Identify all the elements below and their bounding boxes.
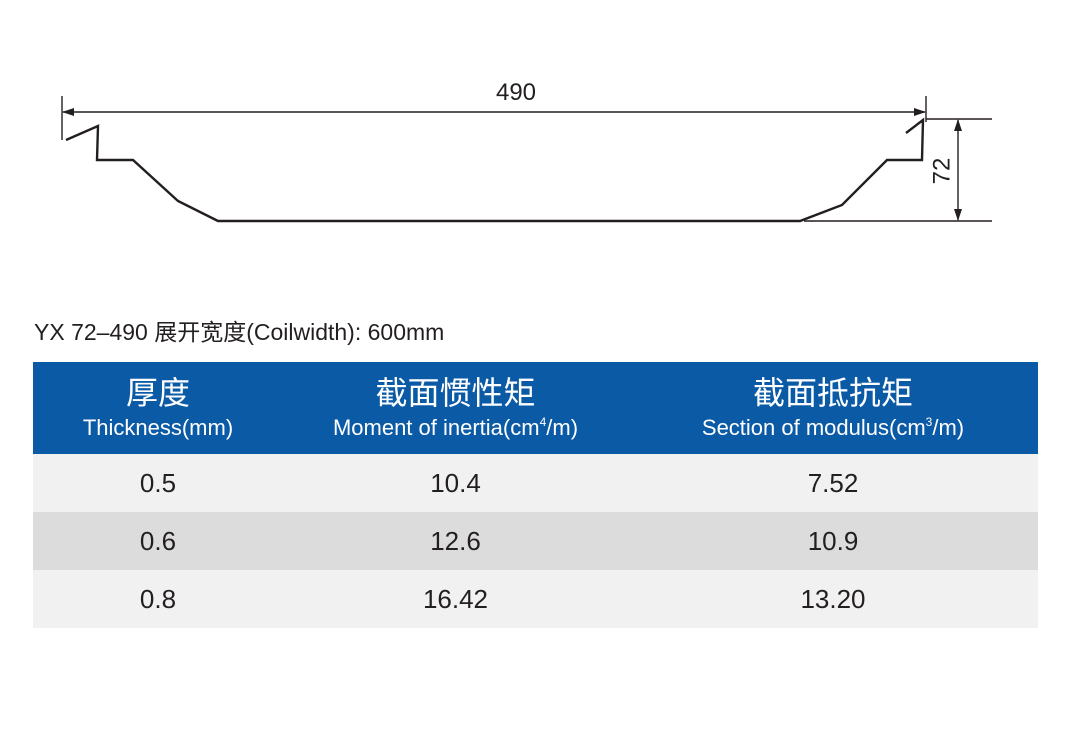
cell-moment-of-inertia: 10.4	[283, 454, 628, 512]
profile-outline	[65, 117, 925, 223]
column-header-en: Thickness(mm)	[82, 415, 234, 440]
column-header-en: Section of modulus(cm3/m)	[701, 415, 965, 440]
table-row: 0.8 16.42 13.20	[33, 570, 1038, 628]
table-row: 0.6 12.6 10.9	[33, 512, 1038, 570]
spec-table: 厚度 Thickness(mm) 截面惯性矩 Moment of inertia…	[33, 362, 1038, 628]
column-header-moment-of-inertia: 截面惯性矩 Moment of inertia(cm4/m)	[283, 362, 628, 454]
profile-diagram: 490 72	[61, 79, 992, 223]
column-header-zh: 截面抵抗矩	[752, 374, 913, 412]
cell-moment-of-inertia: 16.42	[283, 570, 628, 628]
product-caption: YX 72–490 展开宽度(Coilwidth): 600mm	[34, 319, 445, 345]
column-header-zh: 厚度	[125, 374, 190, 412]
cell-section-modulus: 7.52	[628, 454, 1038, 512]
cell-section-modulus: 13.20	[628, 570, 1038, 628]
height-dimension-label: 72	[929, 158, 956, 185]
column-header-section-modulus: 截面抵抗矩 Section of modulus(cm3/m)	[628, 362, 1038, 454]
cell-thickness: 0.8	[33, 570, 283, 628]
width-dimension-label: 490	[496, 79, 536, 106]
table-header-row: 厚度 Thickness(mm) 截面惯性矩 Moment of inertia…	[33, 362, 1038, 454]
column-header-en: Moment of inertia(cm4/m)	[332, 415, 579, 440]
cell-section-modulus: 10.9	[628, 512, 1038, 570]
table-row: 0.5 10.4 7.52	[33, 454, 1038, 512]
cell-moment-of-inertia: 12.6	[283, 512, 628, 570]
column-header-thickness: 厚度 Thickness(mm)	[33, 362, 283, 454]
column-header-zh: 截面惯性矩	[375, 374, 536, 412]
cell-thickness: 0.5	[33, 454, 283, 512]
cell-thickness: 0.6	[33, 512, 283, 570]
